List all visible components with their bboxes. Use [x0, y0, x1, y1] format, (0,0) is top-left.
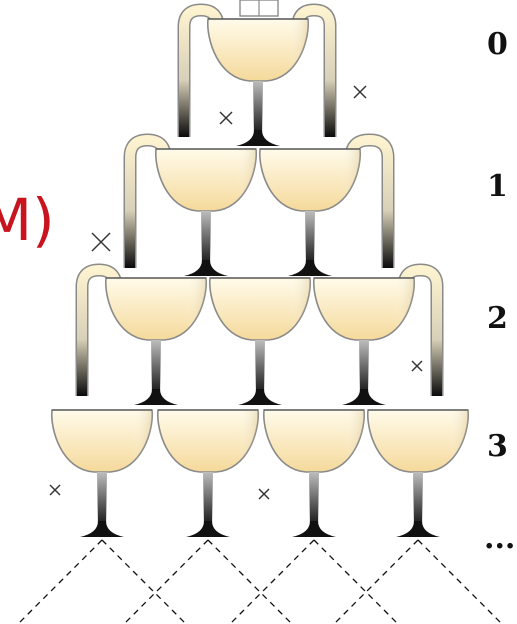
glass-row-1-0 [156, 149, 256, 276]
glass-row-3-3 [368, 410, 468, 537]
dash-right-2 [314, 540, 398, 624]
row-label-ellipsis: ... [484, 521, 515, 556]
sparkle-0 [220, 112, 232, 124]
glass-row-2-1 [210, 278, 310, 405]
sparkle-5 [259, 489, 269, 499]
dash-left-0 [18, 540, 102, 624]
side-label: M) [0, 186, 55, 254]
row-label-0: 0 [487, 27, 508, 62]
glass-row-1-1 [260, 149, 360, 276]
dash-left-2 [230, 540, 314, 624]
sparkle-1 [354, 86, 366, 98]
top-inlet [240, 0, 278, 16]
dash-left-3 [334, 540, 418, 624]
sparkle-3 [412, 361, 422, 371]
dash-left-1 [124, 540, 208, 624]
glass-row-2-0 [106, 278, 206, 405]
sparkle-4 [50, 485, 60, 495]
sparkle-2 [92, 233, 110, 251]
glass-row-3-1 [158, 410, 258, 537]
continuation-dashed-lines [18, 540, 502, 624]
dash-right-1 [208, 540, 292, 624]
glass-row-3-0 [52, 410, 152, 537]
glass-tower [52, 19, 468, 537]
glass-row-3-2 [264, 410, 364, 537]
row-label-3: 3 [487, 429, 508, 464]
row-label-1: 1 [487, 169, 508, 204]
row-label-2: 2 [487, 301, 508, 336]
glass-row-0-0 [208, 19, 308, 146]
glass-row-2-2 [314, 278, 414, 405]
dash-right-0 [102, 540, 186, 624]
